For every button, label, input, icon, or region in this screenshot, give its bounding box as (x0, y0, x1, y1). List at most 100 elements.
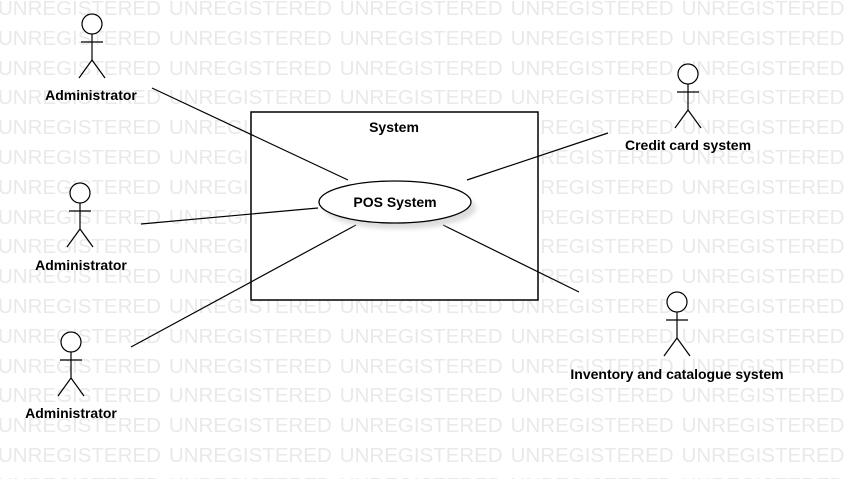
watermark-text: UNREGISTERED (0, 354, 161, 378)
watermark-row: UNREGISTERED UNREGISTERED UNREGISTERED UNRE… (0, 355, 852, 379)
watermark-row: UNREGISTERED UNREGISTERED UNREGISTERED UNRE… (0, 86, 852, 110)
watermark-text: UNREGISTERED (681, 295, 845, 318)
watermark-text: UNREGISTERED (339, 444, 503, 467)
watermark-text: UNREGISTERED (0, 0, 161, 20)
watermark-text: UNREGISTERED (339, 384, 503, 408)
actor-leg-right (676, 337, 691, 357)
watermark-text: UNREGISTERED (0, 414, 161, 438)
watermark-text: UNREGISTERED (0, 146, 161, 169)
association-inventory[interactable] (442, 224, 580, 293)
watermark-text: UNREGISTERED (510, 235, 674, 259)
watermark-text: UNREGISTERED (168, 354, 332, 378)
watermark-text: UNREGISTERED (681, 116, 845, 140)
watermark-text: UNREGISTERED (510, 354, 674, 378)
watermark-text: UNREGISTERED (510, 384, 674, 408)
watermark-text: UNREGISTERED (168, 86, 332, 110)
watermark-text: UNREGISTERED (168, 26, 332, 50)
watermark-text: UNREGISTERED (168, 444, 332, 467)
watermark-text: UNREGISTERED (168, 56, 332, 80)
watermark-text: UNREGISTERED (510, 116, 674, 140)
watermark-text: UNREGISTERED (681, 0, 845, 20)
watermark-text: UNREGISTERED (0, 265, 161, 289)
watermark-text: UNREGISTERED (510, 175, 674, 199)
use-case-pos-system[interactable]: POS System (318, 180, 476, 229)
watermark-text: UNREGISTERED (169, 474, 332, 479)
actor-label-administrator-3: Administrator (25, 405, 117, 421)
actor-head (60, 331, 82, 353)
watermark-text: UNREGISTERED (681, 146, 845, 169)
watermark-text: UNREGISTERED (339, 324, 503, 348)
watermark-text: UNREGISTERED (681, 175, 845, 199)
watermark-row: UNREGISTERED UNREGISTERED UNREGISTERED UNRE… (0, 384, 852, 408)
watermark-text: UNREGISTERED (339, 86, 503, 110)
actor-leg-right (91, 59, 106, 79)
watermark-row: UNREGISTERED UNREGISTERED UNREGISTERED UNRE… (0, 57, 852, 81)
watermark-text: UNREGISTERED (340, 474, 503, 479)
associations (130, 87, 609, 348)
watermark-row: UNREGISTERED UNREGISTERED UNREGISTERED UNRE… (0, 474, 852, 479)
watermark-text: UNREGISTERED (339, 354, 503, 378)
watermark-text: UNREGISTERED (0, 474, 161, 479)
watermark-text: UNREGISTERED (510, 205, 674, 229)
actor-leg-right (70, 377, 85, 397)
actor-head (677, 63, 699, 85)
actor-leg-right (79, 228, 94, 248)
actor-administrator-3[interactable] (57, 331, 85, 397)
actor-leg-left (78, 59, 93, 79)
watermark-text: UNREGISTERED (681, 354, 845, 378)
association-admin-2[interactable] (140, 207, 319, 225)
system-boundary-label: System (369, 119, 419, 135)
watermark-text: UNREGISTERED (339, 56, 503, 80)
actor-credit-card-system[interactable] (674, 63, 702, 129)
actor-administrator-1[interactable] (78, 13, 106, 79)
actor-inventory-catalogue-system[interactable] (663, 291, 691, 357)
actor-head (81, 13, 103, 35)
association-credit-card[interactable] (466, 132, 609, 181)
watermark-text: UNREGISTERED (511, 474, 674, 479)
watermark-row: UNREGISTERED UNREGISTERED UNREGISTERED UNRE… (0, 325, 852, 349)
watermark-text: UNREGISTERED (168, 384, 332, 408)
watermark-text: UNREGISTERED (682, 474, 845, 479)
watermark-text: UNREGISTERED (339, 414, 503, 438)
actor-leg-left (57, 377, 72, 397)
watermark-text: UNREGISTERED (681, 235, 845, 259)
watermark-text: UNREGISTERED (0, 384, 161, 408)
actor-leg-left (663, 337, 678, 357)
watermark-text: UNREGISTERED (0, 56, 161, 80)
use-case-ellipse (318, 180, 472, 224)
watermark-text: UNREGISTERED (681, 56, 845, 80)
actor-label-administrator-1: Administrator (45, 87, 137, 103)
use-case-label: POS System (353, 194, 436, 210)
watermark-row: UNREGISTERED UNREGISTERED UNREGISTERED UNRE… (0, 27, 852, 51)
watermark-text: UNREGISTERED (0, 324, 161, 348)
actor-label-inventory-catalogue-system: Inventory and catalogue system (570, 366, 783, 382)
watermark-text: UNREGISTERED (0, 444, 161, 467)
watermark-text: UNREGISTERED (339, 26, 503, 50)
association-admin-1[interactable] (151, 87, 349, 181)
actor-leg-left (674, 109, 689, 129)
watermark-text: UNREGISTERED (0, 26, 161, 50)
watermark-text: UNREGISTERED (510, 56, 674, 80)
watermark-text: UNREGISTERED (0, 86, 161, 110)
watermark-text: UNREGISTERED (510, 265, 674, 289)
watermark-row: UNREGISTERED UNREGISTERED UNREGISTERED UNRE… (0, 0, 852, 21)
watermark-text: UNREGISTERED (0, 116, 161, 140)
watermark-text: UNREGISTERED (168, 0, 332, 20)
actor-administrator-2[interactable] (66, 182, 94, 248)
watermark-text: UNREGISTERED (510, 414, 674, 438)
watermark-text: UNREGISTERED (510, 26, 674, 50)
watermark-text: UNREGISTERED (510, 295, 674, 318)
watermark-text: UNREGISTERED (681, 414, 845, 438)
watermark-row: UNREGISTERED UNREGISTERED UNREGISTERED UNRE… (0, 414, 852, 438)
actor-head (69, 182, 91, 204)
association-admin-3[interactable] (130, 224, 357, 348)
watermark-text: UNREGISTERED (681, 265, 845, 289)
watermark-text: UNREGISTERED (681, 86, 845, 110)
watermark-text: UNREGISTERED (510, 324, 674, 348)
watermark-text: UNREGISTERED (510, 0, 674, 20)
watermark-text: UNREGISTERED (168, 414, 332, 438)
watermark-text: UNREGISTERED (681, 324, 845, 348)
watermark-text: UNREGISTERED (681, 384, 845, 408)
